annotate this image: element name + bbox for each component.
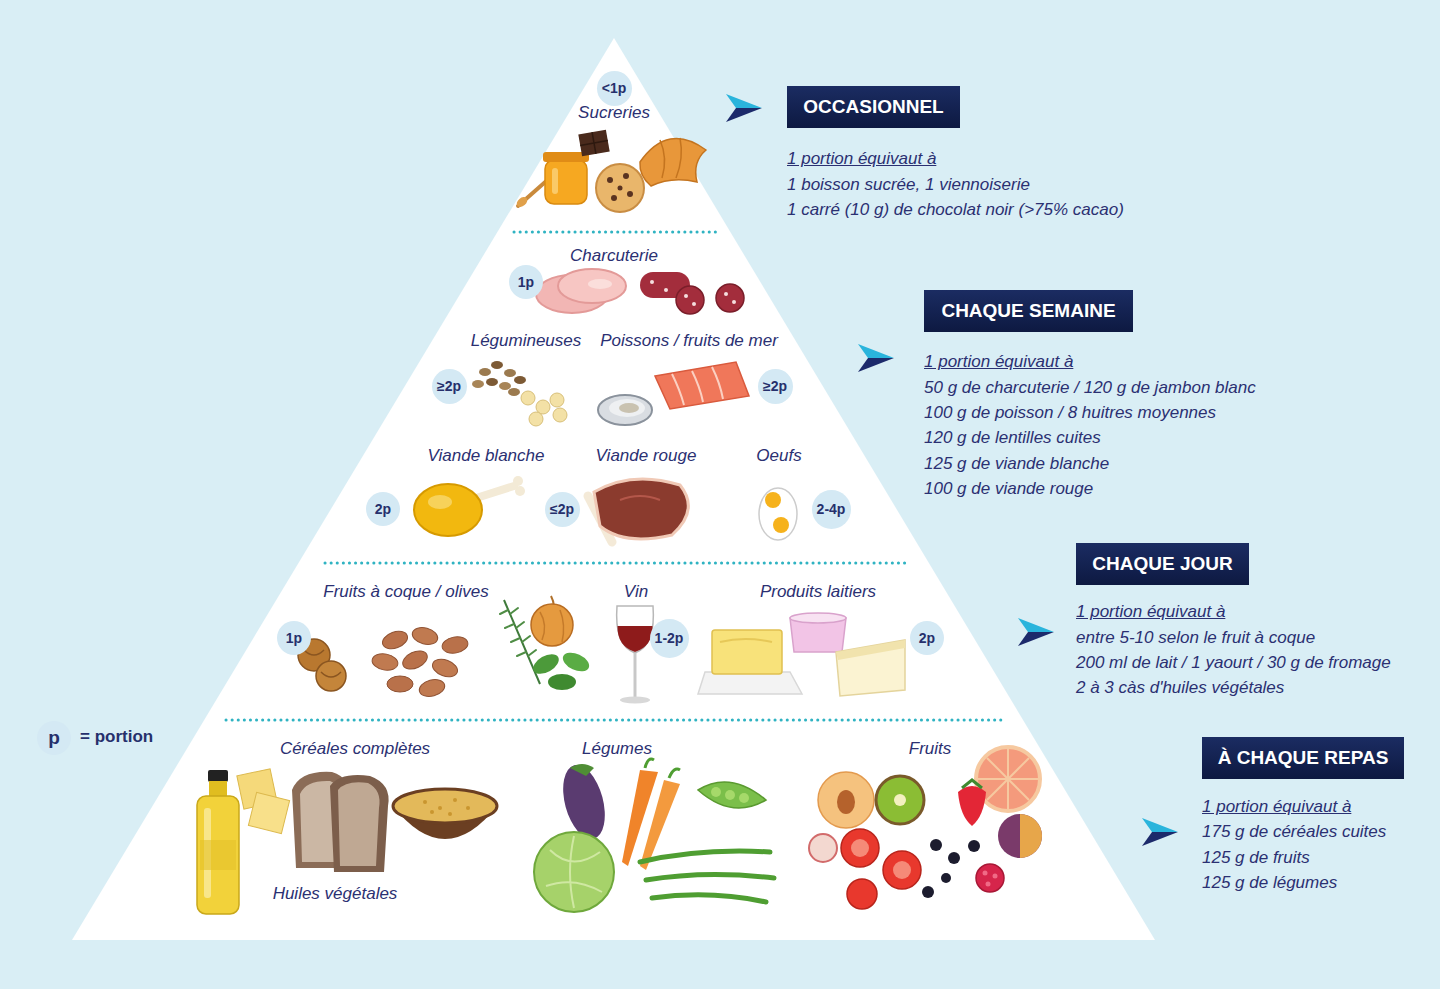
grains-oil-icons xyxy=(197,769,497,914)
food-label: Sucreries xyxy=(578,103,650,123)
tier-separators xyxy=(226,232,1003,720)
food-label: Viande rouge xyxy=(596,446,697,466)
food-label: Poissons / fruits de mer xyxy=(600,331,778,351)
portion-circle: 1p xyxy=(509,265,543,299)
portion-detail: 125 g de légumes xyxy=(1202,873,1337,893)
food-label: Fruits à coque / olives xyxy=(323,582,488,602)
header-text: CHAQUE JOUR xyxy=(1092,553,1232,575)
fruits-icons xyxy=(809,747,1042,909)
food-label: Fruits xyxy=(909,739,952,759)
frequency-header: CHAQUE JOUR xyxy=(1076,543,1249,585)
portion-circle: 2p xyxy=(910,621,944,655)
frequency-header: OCCASIONNEL xyxy=(787,86,960,128)
meat-egg-icons xyxy=(414,476,797,542)
nuts-icons xyxy=(298,625,469,699)
portion-detail: 120 g de lentilles cuites xyxy=(924,428,1101,448)
portion-text: 2p xyxy=(919,630,935,646)
portion-text: 1-2p xyxy=(655,630,684,646)
portion-text: 2p xyxy=(375,501,391,517)
food-label: Céréales complètes xyxy=(280,739,430,759)
frequency-header: CHAQUE SEMAINE xyxy=(924,290,1133,332)
portion-circle: ≤2p xyxy=(545,492,580,527)
header-text: À CHAQUE REPAS xyxy=(1218,747,1389,769)
portion-detail: 200 ml de lait / 1 yaourt / 30 g de from… xyxy=(1076,653,1391,673)
wine-glass-icon xyxy=(617,606,654,704)
food-label: Huiles végétales xyxy=(273,884,398,904)
portion-text: 2-4p xyxy=(817,501,846,517)
portion-circle: ≥2p xyxy=(758,369,793,404)
portion-text: ≥2p xyxy=(437,378,461,394)
food-label: Charcuterie xyxy=(570,246,658,266)
portion-heading: 1 portion équivaut à xyxy=(1202,797,1351,817)
legend-circle: p xyxy=(37,721,71,755)
food-label: Légumes xyxy=(582,739,652,759)
seafood-icons xyxy=(598,362,749,425)
legumes-icons xyxy=(472,361,567,426)
food-label: Oeufs xyxy=(756,446,801,466)
legend-text: = portion xyxy=(80,727,153,747)
food-label: Légumineuses xyxy=(471,331,582,351)
pointer-arrows xyxy=(726,94,1178,846)
dairy-icons xyxy=(698,613,905,696)
portion-detail: 1 boisson sucrée, 1 viennoiserie xyxy=(787,175,1030,195)
portion-text: p xyxy=(48,727,60,749)
portion-detail: 1 carré (10 g) de chocolat noir (>75% ca… xyxy=(787,200,1124,220)
portion-text: 1p xyxy=(286,630,302,646)
portion-text: 1p xyxy=(518,274,534,290)
portion-heading: 1 portion équivaut à xyxy=(1076,602,1225,622)
portion-heading: 1 portion équivaut à xyxy=(924,352,1073,372)
portion-detail: 125 g de fruits xyxy=(1202,848,1310,868)
portion-detail: 100 g de viande rouge xyxy=(924,479,1093,499)
portion-circle: 2p xyxy=(366,492,400,526)
food-label: Produits laitiers xyxy=(760,582,876,602)
portion-detail: 50 g de charcuterie / 120 g de jambon bl… xyxy=(924,378,1256,398)
portion-circle: <1p xyxy=(597,71,632,106)
portion-heading: 1 portion équivaut à xyxy=(787,149,936,169)
portion-circle: 1p xyxy=(277,621,311,655)
portion-detail: 125 g de viande blanche xyxy=(924,454,1109,474)
sweets-icons xyxy=(515,130,706,212)
food-label: Vin xyxy=(624,582,648,602)
header-text: OCCASIONNEL xyxy=(803,96,943,118)
portion-detail: entre 5-10 selon le fruit à coque xyxy=(1076,628,1315,648)
cold-cuts-icons xyxy=(536,269,744,314)
portion-text: ≥2p xyxy=(763,378,787,394)
portion-circle: 2-4p xyxy=(812,490,851,529)
portion-circle: ≥2p xyxy=(432,369,467,404)
herbs-onion-icons xyxy=(500,596,592,690)
portion-text: <1p xyxy=(602,80,627,96)
header-text: CHAQUE SEMAINE xyxy=(941,300,1115,322)
portion-text: ≤2p xyxy=(550,501,574,517)
vegetables-icons xyxy=(534,759,774,912)
frequency-header: À CHAQUE REPAS xyxy=(1202,737,1404,779)
portion-detail: 2 à 3 càs d'huiles végétales xyxy=(1076,678,1284,698)
portion-circle: 1-2p xyxy=(650,619,689,658)
portion-detail: 175 g de céréales cuites xyxy=(1202,822,1386,842)
portion-detail: 100 g de poisson / 8 huitres moyennes xyxy=(924,403,1216,423)
food-label: Viande blanche xyxy=(428,446,545,466)
pyramid xyxy=(72,38,1155,940)
